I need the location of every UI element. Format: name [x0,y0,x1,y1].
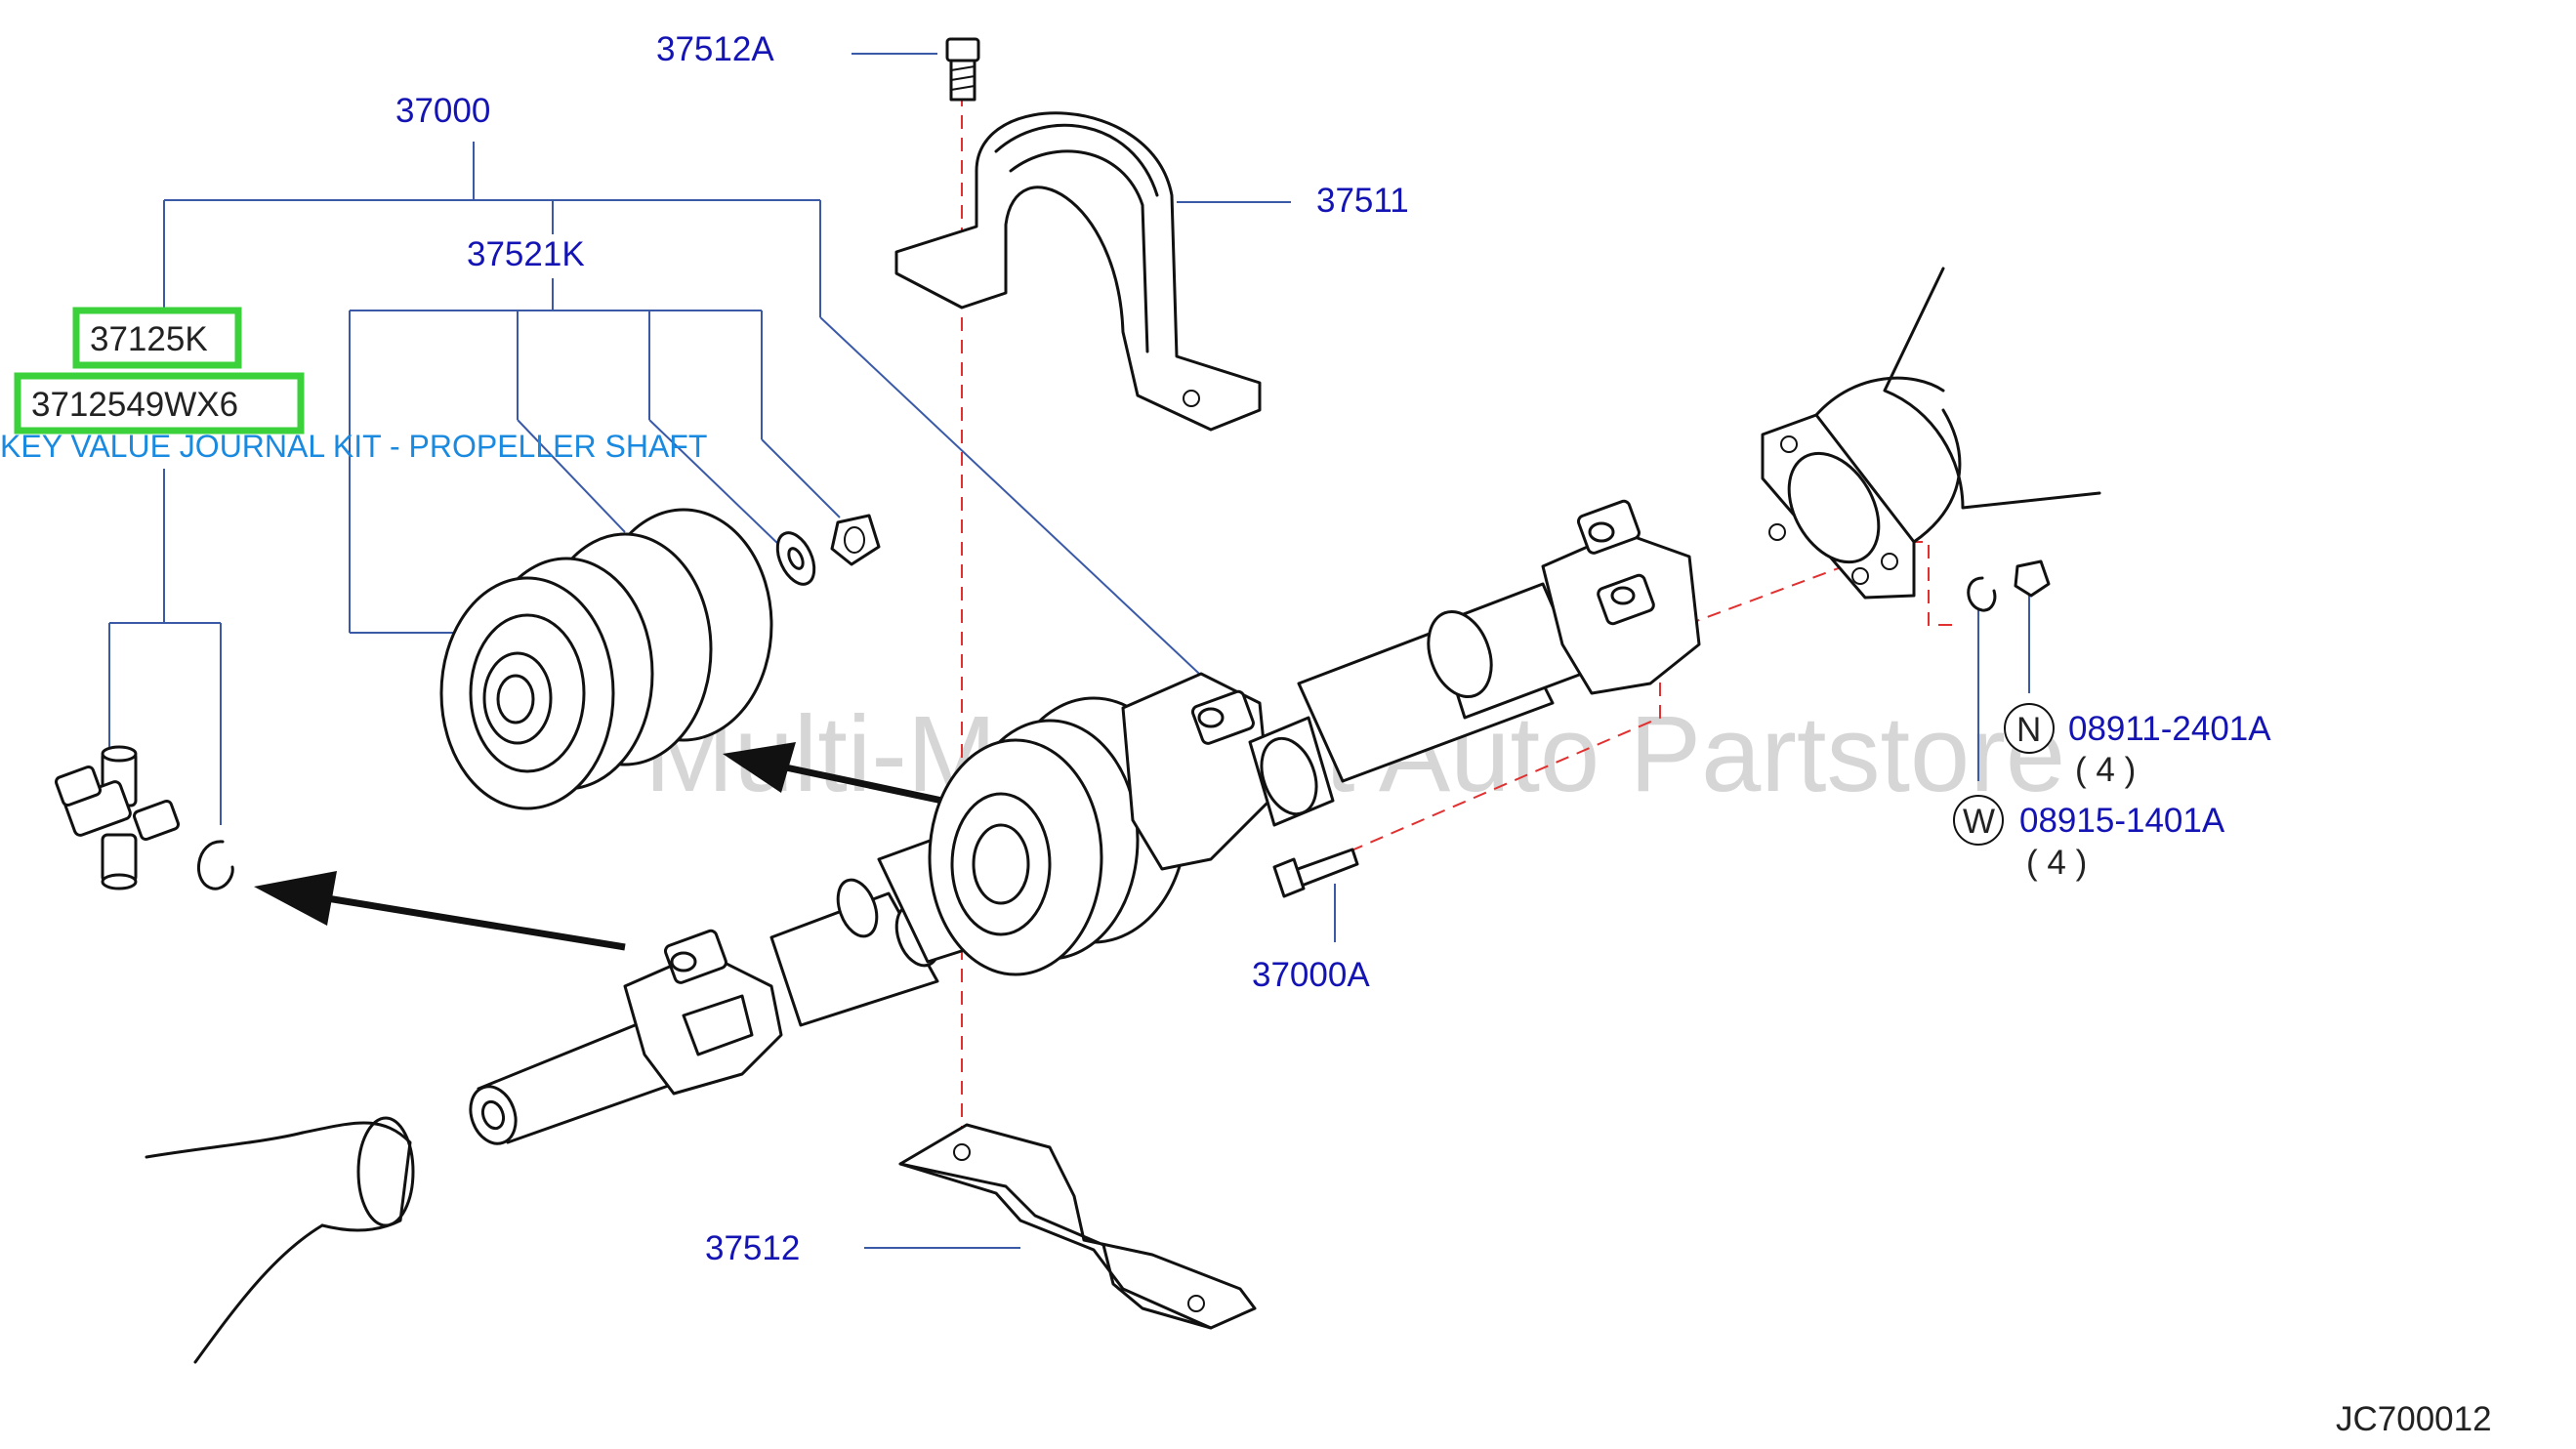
label-37521k[interactable]: 37521K [467,235,585,273]
lower-bracket-37512-illustration [898,1123,1257,1330]
n-quantity: ( 4 ) [2075,751,2136,789]
alignment-dashed-lines [961,93,1958,1138]
label-08915-1401a[interactable]: 08915-1401A [2019,802,2225,840]
w-quantity: ( 4 ) [2026,844,2087,882]
n-symbol-circle [2004,703,2055,754]
w-symbol-circle [1953,795,2004,846]
highlight-37125k [72,307,242,369]
propeller-shaft-assembly-illustration [469,499,1701,1145]
diagram-code: JC700012 [2336,1400,2492,1438]
label-37511[interactable]: 37511 [1316,182,1409,220]
transmission-housing-illustration [145,1116,415,1364]
bolt-37512a-illustration [945,37,980,102]
flange-washer-nut-illustration [1967,559,2051,612]
label-37000[interactable]: 37000 [395,92,490,130]
label-37512[interactable]: 37512 [705,1229,800,1267]
label-37125k[interactable]: 37125K [90,320,208,358]
upper-bracket-37511-illustration [894,111,1262,432]
snap-ring-illustration [197,840,234,890]
washer-and-nut-illustration [775,514,881,586]
rear-flange-illustration [1761,267,2101,600]
label-3712549wx6[interactable]: 3712549WX6 [31,386,238,424]
highlight-3712549wx6 [14,372,305,435]
w-symbol: W [1963,803,1995,841]
leader-lines [108,53,2030,1249]
label-37512a[interactable]: 37512A [656,30,774,68]
kit-description: KEY VALUE JOURNAL KIT - PROPELLER SHAFT [0,429,707,464]
label-08911-2401a[interactable]: 08911-2401A [2068,710,2271,748]
journal-spider-illustration [54,745,181,890]
label-37000a[interactable]: 37000A [1252,956,1370,994]
center-bearing-exploded-illustration [439,508,773,810]
indicator-arrows [254,742,943,951]
n-symbol: N [2016,711,2041,749]
